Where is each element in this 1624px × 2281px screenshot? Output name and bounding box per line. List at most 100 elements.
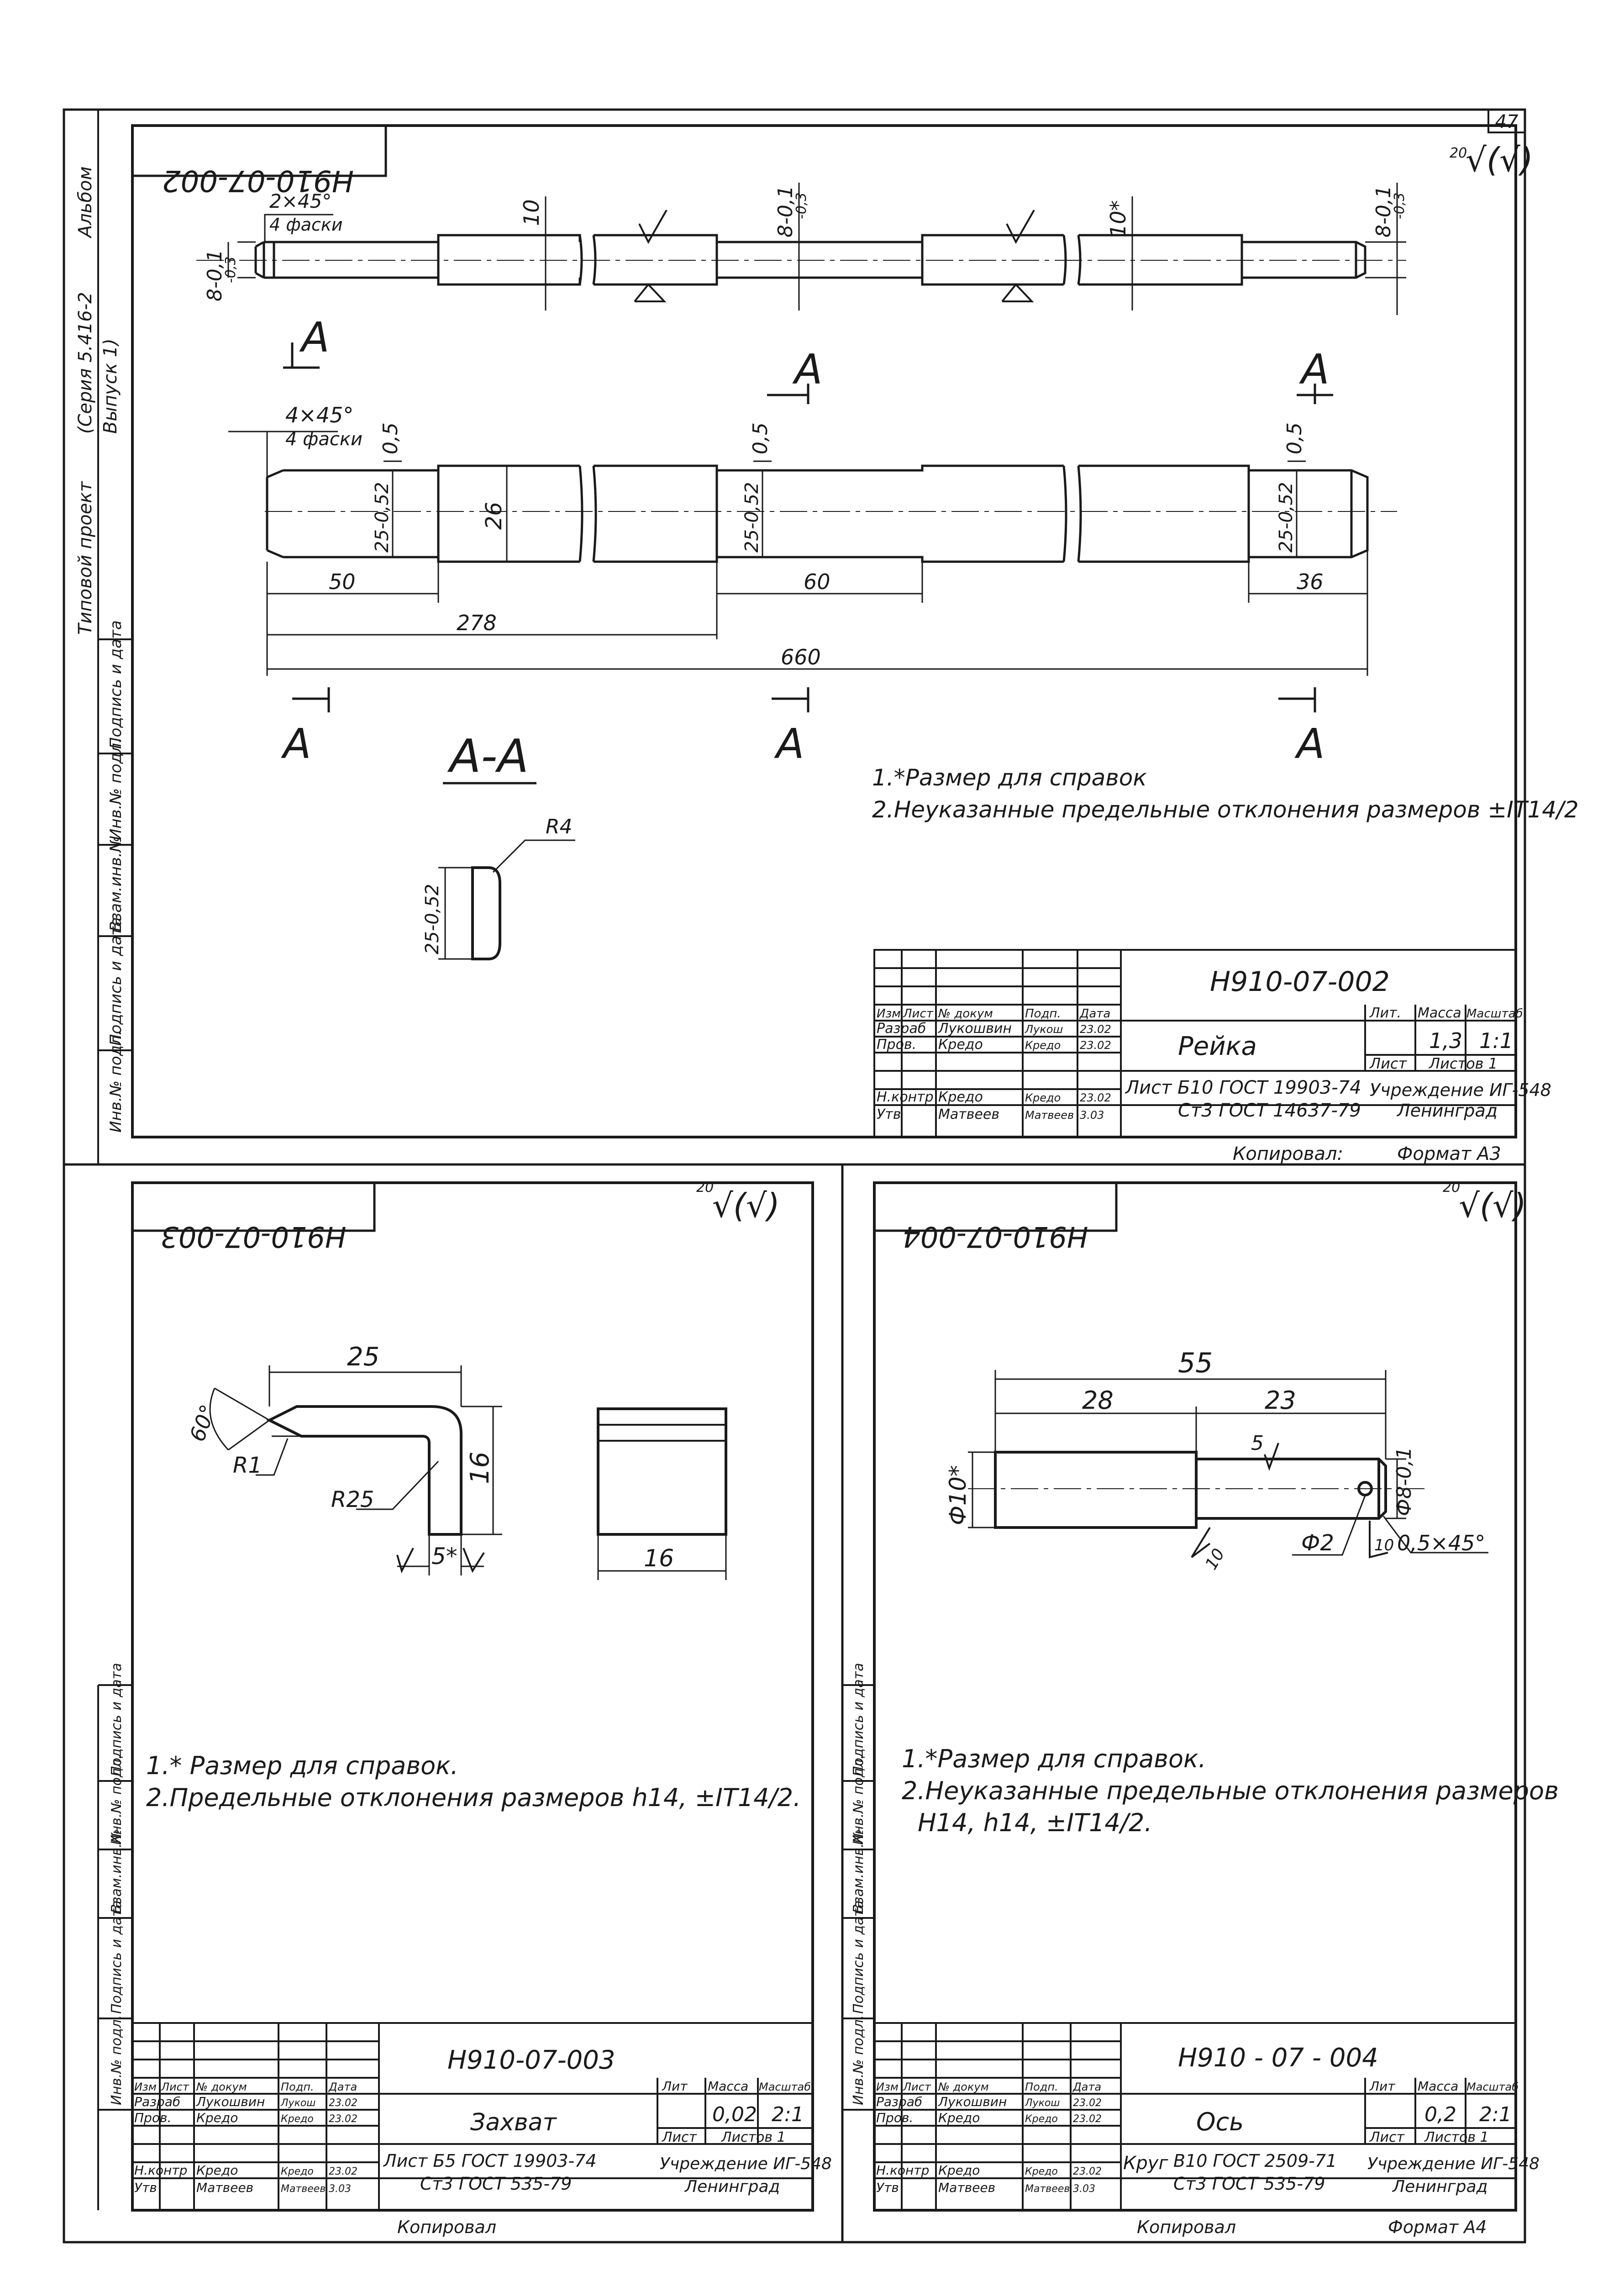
section-label-2: А bbox=[792, 346, 823, 394]
side-stamp-cell-5: Инв.№ подл. bbox=[107, 1030, 125, 1133]
hook-side-view bbox=[597, 1407, 727, 1580]
section-shape bbox=[471, 866, 501, 960]
tb-sheets-h: Листов 1 bbox=[1429, 1055, 1498, 1072]
tb-row-sign: Кредо bbox=[1025, 1091, 1061, 1104]
tb-row-sign: Лукош bbox=[280, 2097, 315, 2109]
side-stamp: Альбом (Серия 5.416-2 Выпуск 1) Типовой … bbox=[75, 110, 132, 1164]
roughness-value: 20 bbox=[1450, 145, 1467, 161]
dim-len-50: 50 bbox=[329, 569, 356, 594]
dim-r25: R25 bbox=[331, 1487, 374, 1512]
dim-len-36: 36 bbox=[1297, 569, 1324, 594]
tb-lit: Лит bbox=[662, 2079, 688, 2094]
dim-len-60: 60 bbox=[804, 569, 830, 594]
dim-sec-25: 25-0,52 bbox=[422, 884, 443, 954]
title-block-right bbox=[873, 2022, 1517, 2211]
tb-row-sign: Кредо bbox=[281, 2166, 314, 2177]
dim-8-mid-sub: -0,3 bbox=[794, 192, 809, 219]
tb-row-name: Кредо bbox=[938, 1089, 983, 1105]
tb-hdr-sign: Подп. bbox=[281, 2081, 314, 2093]
outer-frames bbox=[63, 108, 1526, 2244]
tb-hdr-date: Дата bbox=[1072, 2081, 1101, 2093]
title-block-top bbox=[873, 949, 1517, 1138]
side-stamp-left-cell-3: Взам.инв.№ bbox=[109, 1829, 125, 1913]
tb-hdr-date: Дата bbox=[328, 2081, 357, 2093]
dim-28: 28 bbox=[1082, 1386, 1114, 1415]
tb-mass-h: Масса bbox=[1418, 1005, 1461, 1021]
tb-row-role: Н.контр bbox=[134, 2163, 187, 2178]
tb-row-role: Утв bbox=[876, 2180, 899, 2195]
roughness-symbol: √(√) bbox=[1466, 141, 1533, 179]
rail-side-view bbox=[196, 183, 1406, 315]
side-stamp-cell-1: Подпись и дата bbox=[107, 620, 125, 749]
dim-26: 26 bbox=[481, 502, 507, 530]
tb-scale: 2:1 bbox=[772, 2103, 804, 2126]
tb-copied: Копировал bbox=[1137, 2217, 1236, 2237]
dim-chamfer-bot-sub: 4 фаски bbox=[285, 429, 363, 450]
tb-mass: 0,2 bbox=[1424, 2103, 1456, 2126]
dim-23: 23 bbox=[1265, 1386, 1296, 1415]
page-number-box bbox=[1487, 109, 1526, 133]
dim-roughness-5: 5 bbox=[1251, 1432, 1264, 1455]
tb-row-sign: Лукош bbox=[1025, 2097, 1060, 2109]
tb-mass-h: Масса bbox=[1418, 2079, 1458, 2094]
section-markers-upper bbox=[283, 342, 1333, 404]
tb-org-1: Учреждение ИГ-548 bbox=[1367, 2155, 1540, 2173]
tb-code: Н910 - 07 - 004 bbox=[1178, 2043, 1378, 2073]
dim-roughness-10b: 10 bbox=[1374, 1536, 1394, 1554]
dim-25-c: 25-0,52 bbox=[1276, 482, 1297, 553]
tb-row-date: 3.03 bbox=[329, 2183, 351, 2195]
tb-format: Формат А4 bbox=[1388, 2217, 1487, 2237]
tb-hdr-sign: Подп. bbox=[1025, 1007, 1061, 1021]
tb-sheets-h: Листов 1 bbox=[1424, 2129, 1489, 2145]
roughness-symbol: √(√) bbox=[712, 1186, 780, 1225]
tb-row-role: Утв bbox=[134, 2180, 157, 2195]
tb-row-date: 23.02 bbox=[1073, 2166, 1102, 2177]
tb-hdr-date: Дата bbox=[1079, 1007, 1110, 1021]
title-block-left bbox=[131, 2022, 814, 2211]
tb-row-role: Разраб bbox=[877, 1021, 926, 1037]
section-label-6: А bbox=[1294, 720, 1325, 768]
mirrored-code: Н910-07-004 bbox=[903, 1220, 1088, 1254]
roughness-value: 20 bbox=[1443, 1180, 1460, 1196]
tb-row-name: Лукошвин bbox=[938, 1021, 1012, 1037]
tb-rows: Изм Лист № докум Подп. Дата Разраб Лукош… bbox=[876, 2081, 1102, 2195]
tb-lit: Лит. bbox=[1369, 1005, 1401, 1021]
dim-05-a: 0,5 bbox=[379, 422, 402, 454]
tb-scale-h: Масштаб bbox=[759, 2081, 811, 2093]
tb-row-sign: Лукош bbox=[1025, 1023, 1063, 1036]
dim-25: 25 bbox=[347, 1342, 379, 1372]
side-stamp-right-cell-5: Инв.№ подл. bbox=[851, 2015, 867, 2105]
tb-hdr-sign: Подп. bbox=[1025, 2081, 1058, 2093]
tb-row-sign: Кредо bbox=[1025, 1039, 1061, 1052]
side-stamp-cell-3: Взам.инв.№ bbox=[107, 836, 125, 932]
dim-05-c: 0,5 bbox=[1283, 422, 1306, 454]
tb-row-name: Кредо bbox=[196, 2110, 238, 2125]
dim-55: 55 bbox=[1178, 1347, 1213, 1379]
tb-material-1: В10 ГОСТ 2509-71 bbox=[1173, 2151, 1337, 2171]
dim-8-left: 8-0,1 bbox=[203, 249, 226, 301]
dim-8-left-sub: -0,3 bbox=[223, 256, 239, 283]
tb-name: Ось bbox=[1196, 2107, 1244, 2136]
axle-part bbox=[968, 1370, 1488, 1559]
tb-format: Формат А3 bbox=[1397, 1143, 1501, 1164]
side-stamp-cell-2: Инв.№ подл. bbox=[107, 738, 125, 840]
dim-r1: R1 bbox=[233, 1453, 262, 1478]
tb-material-1: Лист Б10 ГОСТ 19903-74 bbox=[1125, 1077, 1361, 1098]
code-box bbox=[873, 1181, 1118, 1232]
side-stamp-project: Типовой проект bbox=[75, 480, 96, 635]
side-stamp-right-cell-2: Инв.№ подл. bbox=[851, 1755, 867, 1845]
tb-row-sign: Матвеев bbox=[281, 2183, 326, 2195]
dim-5-star: 5* bbox=[431, 1543, 457, 1570]
tb-row-date: 23.02 bbox=[1080, 1091, 1111, 1104]
tb-material-2: Ст3 ГОСТ 535-79 bbox=[420, 2174, 572, 2194]
tb-scale-h: Масштаб bbox=[1466, 2081, 1519, 2093]
tb-name: Рейка bbox=[1178, 1032, 1257, 1061]
code-box bbox=[131, 1181, 376, 1232]
tb-row-role: Пров. bbox=[876, 2110, 913, 2125]
tb-scale: 1:1 bbox=[1479, 1028, 1513, 1053]
tb-row-name: Матвеев bbox=[938, 1106, 999, 1122]
dim-chamfer: 0,5×45° bbox=[1397, 1531, 1485, 1555]
page-number: 47 bbox=[1495, 111, 1519, 132]
sheet-top: Н910-07-002 20 √(√) bbox=[131, 124, 1579, 1164]
note-3: Н14, h14, ±IT14/2. bbox=[918, 1808, 1152, 1837]
